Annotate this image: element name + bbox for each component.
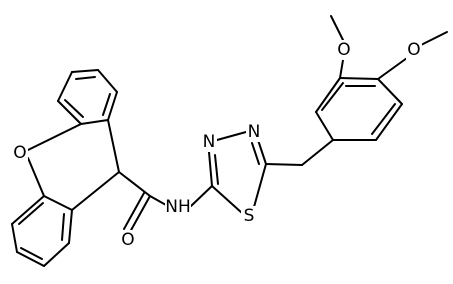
amide-nitrogen-label: NH: [165, 197, 191, 217]
bond-lower-ring-5: [11, 223, 18, 253]
thiadiazole-n3-label: N: [203, 132, 216, 152]
atom-carbonyl-oxygen: O: [120, 230, 136, 250]
bond-aryl-o-right: [377, 57, 408, 80]
bond-lower-ring-inner-2: [20, 247, 43, 260]
thiadiazole-sulfur-label: S: [244, 206, 255, 226]
methoxy-oxygen-right-label: O: [407, 40, 420, 60]
bond-thia-s-c2: [211, 185, 243, 214]
bond-aryl-4: [377, 78, 403, 105]
bond-ring-o-upper: [27, 123, 82, 151]
atom-thiadiazole-n4: N: [246, 122, 262, 142]
atom-methoxy-oxygen-right: O: [406, 40, 422, 60]
bond-aryl-o-upper: [339, 59, 344, 79]
bond-thia-n4-c5-b: [251, 142, 260, 165]
bond-carbonyl-o-b: [123, 192, 145, 230]
bond-o-methyl-upper: [330, 15, 344, 41]
bond-layer: [11, 15, 448, 267]
bond-upper-ring-4: [80, 119, 109, 125]
bond-thia-n3-n4: [216, 131, 247, 141]
bond-lower-ring-2: [68, 209, 73, 244]
bond-o-methyl-right: [420, 31, 448, 46]
bond-upper-ring-inner-3: [64, 99, 84, 118]
bond-c9-lower: [71, 171, 120, 211]
bond-upper-ring-3: [107, 91, 118, 121]
bond-thia-c5-s: [253, 163, 267, 208]
bond-aryl-2: [315, 77, 341, 113]
bond-thia-n4-c5-a: [257, 139, 267, 165]
bond-carbonyl-n: [149, 195, 167, 206]
thiadiazole-n4-label: N: [248, 122, 261, 142]
bond-carbonyl-o-a: [129, 195, 151, 233]
atom-ring-oxygen: O: [12, 143, 28, 163]
atom-thiadiazole-sulfur: S: [241, 206, 257, 226]
bond-aryl-5: [375, 103, 403, 141]
bond-ch2-aryl: [301, 139, 334, 166]
bond-lower-ring-6: [11, 195, 45, 225]
bond-thia-c2-n3-a: [208, 151, 213, 187]
bond-c9-carbonyl: [118, 171, 151, 197]
bond-aryl-inner-2: [371, 103, 396, 135]
bond-n-thiadiazole: [190, 185, 213, 207]
bond-upper-ring-5: [57, 100, 82, 125]
bond-lower-ring-1: [43, 195, 73, 211]
ring-oxygen-label: O: [13, 143, 26, 163]
bond-upper-ring-1: [71, 69, 99, 73]
bond-lower-ring-4: [16, 251, 45, 267]
bond-aryl-inner-1: [321, 82, 344, 111]
bond-upper-ring-inner-1: [75, 76, 96, 80]
bond-lower-ring-inner-3: [18, 202, 44, 225]
bond-lower-ring-inner-1: [61, 213, 65, 241]
bond-aryl-1: [315, 111, 334, 141]
atom-amide-nitrogen: NH: [165, 197, 191, 217]
bond-upper-ring-6: [57, 71, 73, 102]
atom-thiadiazole-n3: N: [201, 132, 217, 152]
carbonyl-oxygen-label: O: [121, 230, 134, 250]
bond-c5-ch2: [265, 163, 303, 166]
bond-upper-ring-2: [97, 69, 118, 93]
bond-ring-o-lower: [27, 157, 45, 197]
bond-lower-ring-3: [43, 242, 70, 267]
atom-methoxy-oxygen-upper: O: [336, 40, 352, 60]
bond-aryl-3: [339, 77, 379, 80]
bond-thia-c2-n3-b: [214, 154, 219, 185]
atom-label-layer: O O NH N N S O O: [12, 40, 422, 250]
bond-c9-upper: [107, 119, 120, 173]
bond-upper-ring-inner-2: [102, 93, 111, 116]
methoxy-oxygen-upper-label: O: [337, 40, 350, 60]
